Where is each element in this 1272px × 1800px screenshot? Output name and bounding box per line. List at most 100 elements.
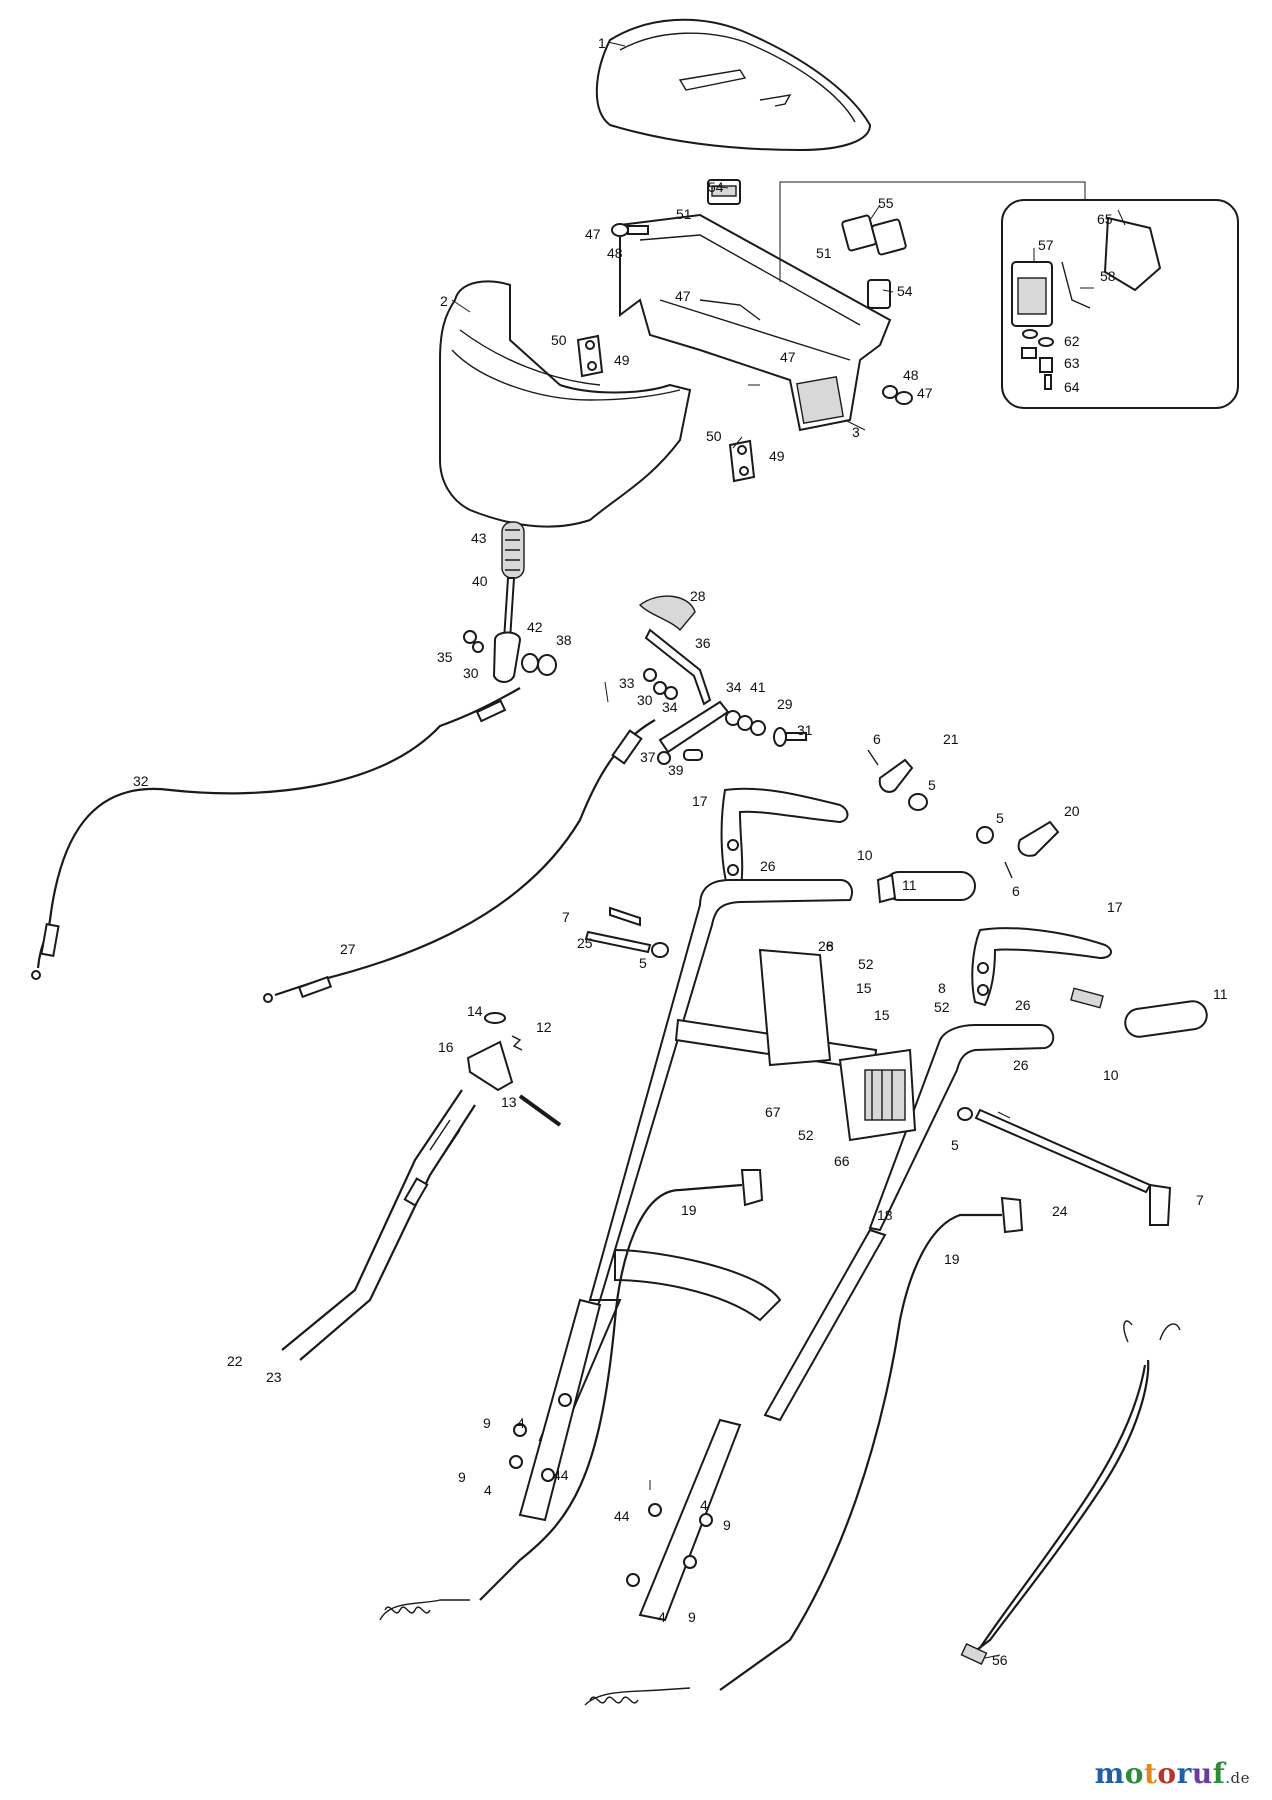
label-65: 65 — [1097, 211, 1113, 227]
label-51: 51 — [676, 206, 692, 222]
label-47: 47 — [585, 226, 601, 242]
label-52: 52 — [858, 956, 874, 972]
switch-55-pair — [841, 214, 907, 256]
front-cover — [439, 280, 692, 528]
switch-54-right — [867, 279, 891, 309]
label-20: 20 — [1064, 803, 1080, 819]
bracket-16-assembly — [466, 1012, 562, 1127]
grip-11-right — [1070, 987, 1208, 1038]
label-26: 26 — [818, 938, 834, 954]
label-4: 4 — [658, 1609, 666, 1625]
label-18: 18 — [877, 1207, 893, 1223]
label-19: 19 — [681, 1202, 697, 1218]
cable-32 — [31, 687, 521, 980]
label-5: 5 — [951, 1137, 959, 1153]
label-66: 66 — [834, 1153, 850, 1169]
leader-lines — [451, 41, 1126, 1659]
label-6: 6 — [873, 731, 881, 747]
clip-50-49-a — [576, 334, 604, 378]
label-8: 8 — [938, 980, 946, 996]
watermark-letter: t — [1143, 1757, 1158, 1790]
label-15: 15 — [874, 1007, 890, 1023]
cam-20 — [976, 820, 1060, 879]
label-50: 50 — [551, 332, 567, 348]
label-47: 47 — [780, 349, 796, 365]
label-14: 14 — [467, 1003, 483, 1019]
grip-11-left — [876, 871, 976, 904]
label-25: 25 — [577, 935, 593, 951]
label-30: 30 — [637, 692, 653, 708]
label-6: 6 — [1012, 883, 1020, 899]
label-26: 26 — [1015, 997, 1031, 1013]
label-49: 49 — [769, 448, 785, 464]
watermark-suffix: .de — [1225, 1769, 1250, 1787]
label-40: 40 — [472, 573, 488, 589]
cam-21 — [867, 749, 928, 811]
label-9: 9 — [723, 1517, 731, 1533]
label-49: 49 — [614, 352, 630, 368]
label-9: 9 — [458, 1469, 466, 1485]
label-13: 13 — [501, 1094, 517, 1110]
lever-36-assembly — [638, 595, 807, 765]
harness-56 — [960, 1320, 1181, 1666]
label-43: 43 — [471, 530, 487, 546]
label-48: 48 — [607, 245, 623, 261]
label-47: 47 — [675, 288, 691, 304]
label-8: 8 — [826, 938, 834, 954]
label-5: 5 — [639, 955, 647, 971]
label-34: 34 — [662, 699, 678, 715]
control-box — [619, 213, 892, 432]
part-labels: 1 2 3 47 48 51 54 55 51 54 47 47 48 47 5… — [133, 35, 1228, 1668]
label-35: 35 — [437, 649, 453, 665]
watermark-letter: f — [1212, 1757, 1226, 1790]
label-51: 51 — [816, 245, 832, 261]
label-10: 10 — [857, 847, 873, 863]
handle-brackets — [758, 948, 973, 1142]
cable-19-left — [379, 1169, 764, 1621]
label-52: 52 — [934, 999, 950, 1015]
label-41: 41 — [750, 679, 766, 695]
label-58: 58 — [1100, 268, 1116, 284]
watermark-brand: motoruf — [1095, 1757, 1226, 1790]
label-4: 4 — [517, 1415, 525, 1431]
label-57: 57 — [1038, 237, 1054, 253]
label-15: 15 — [856, 980, 872, 996]
label-44: 44 — [614, 1508, 630, 1524]
label-24: 24 — [1052, 1203, 1068, 1219]
label-30: 30 — [463, 665, 479, 681]
label-16: 16 — [438, 1039, 454, 1055]
label-19: 19 — [944, 1251, 960, 1267]
label-11: 11 — [1213, 986, 1228, 1002]
top-cover — [595, 18, 872, 152]
label-56: 56 — [992, 1652, 1008, 1668]
label-23: 23 — [266, 1369, 282, 1385]
bolt-47-48-left — [611, 223, 649, 237]
label-33: 33 — [619, 675, 635, 691]
label-62: 62 — [1064, 333, 1080, 349]
label-54: 54 — [897, 283, 913, 299]
cable-27 — [263, 719, 656, 1003]
label-34: 34 — [726, 679, 742, 695]
label-64: 64 — [1064, 379, 1080, 395]
cables-22-23 — [281, 1089, 476, 1361]
lower-handle-right — [626, 1418, 742, 1622]
label-3: 3 — [852, 424, 860, 440]
label-9: 9 — [688, 1609, 696, 1625]
label-21: 21 — [943, 731, 959, 747]
label-29: 29 — [777, 696, 793, 712]
label-10: 10 — [1103, 1067, 1119, 1083]
watermark-letter: r — [1176, 1757, 1192, 1790]
label-17: 17 — [1107, 899, 1123, 915]
label-38: 38 — [556, 632, 572, 648]
label-31: 31 — [797, 722, 813, 738]
label-42: 42 — [527, 619, 543, 635]
clip-50-49-b — [728, 439, 756, 483]
watermark-letter: o — [1124, 1757, 1144, 1790]
label-37: 37 — [640, 749, 656, 765]
label-55: 55 — [878, 195, 894, 211]
label-5: 5 — [928, 777, 936, 793]
label-39: 39 — [668, 762, 684, 778]
lever-40-assembly — [463, 521, 557, 683]
label-2: 2 — [440, 293, 448, 309]
